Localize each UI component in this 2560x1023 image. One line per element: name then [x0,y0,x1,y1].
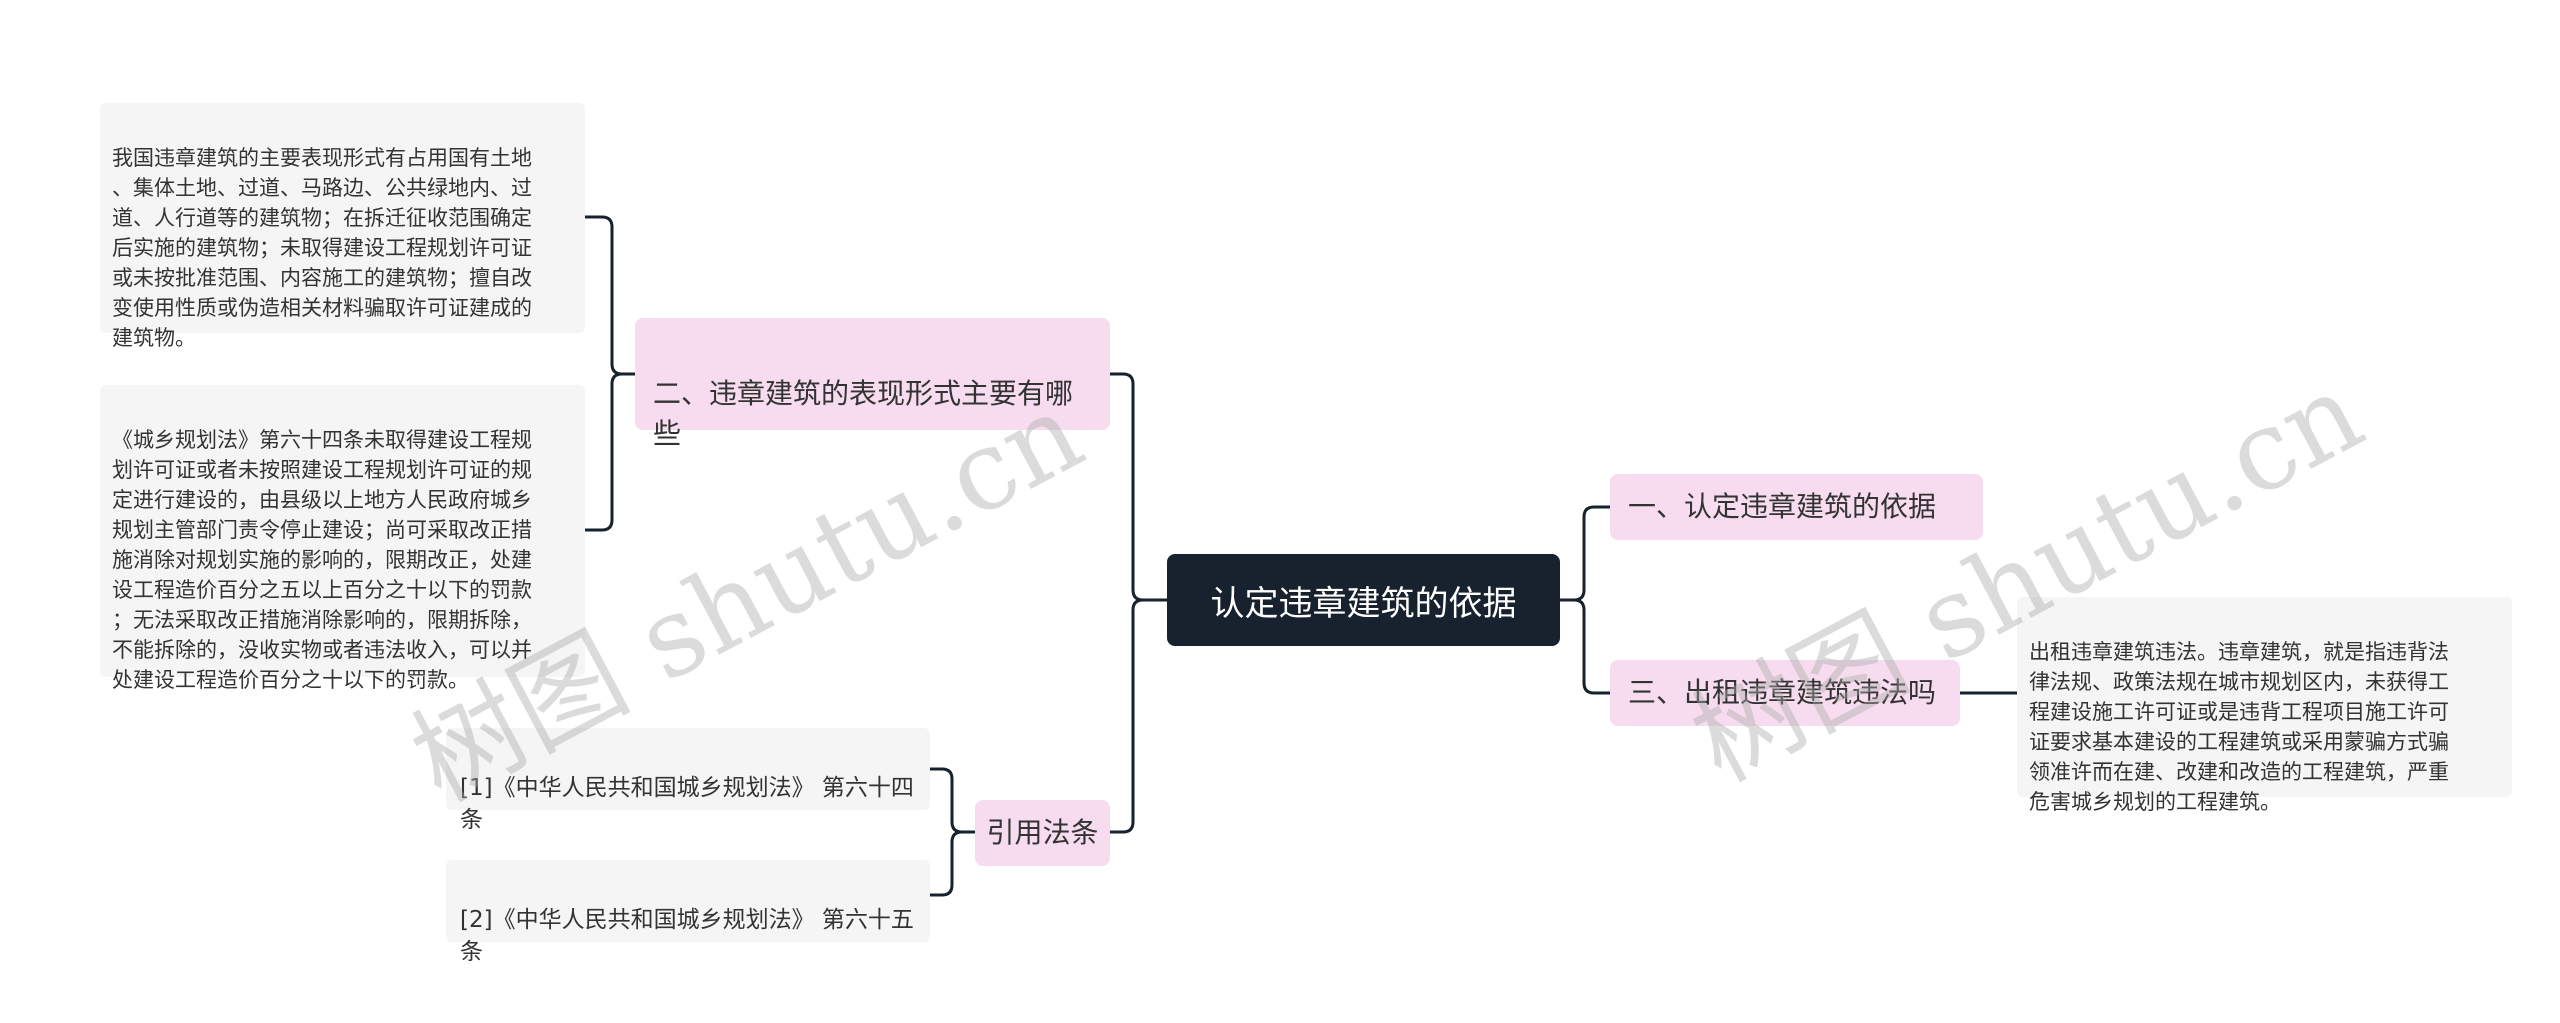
reference-item-1[interactable]: [1]《中华人民共和国城乡规划法》 第六十四 条 [446,728,930,833]
branch-refs-label: 引用法条 [986,816,1099,849]
connector-root-refs [1108,598,1169,834]
root-node[interactable]: 认定违章建筑的依据 [1167,554,1560,646]
connector-root-basis [1558,505,1612,602]
connector-root-forms [1108,372,1169,602]
connector-forms-leaf1 [583,215,637,376]
connector-refs-ref2 [928,830,977,897]
branch-refs[interactable]: 引用法条 [975,800,1110,866]
leaf-forms-description: 我国违章建筑的主要表现形式有占用国有土地 、集体土地、过道、马路边、公共绿地内、… [100,103,585,350]
leaf-rental-description: 出租违章建筑违法。违章建筑，就是指违背法 律法规、政策法规在城市规划区内，未获得… [2017,597,2512,814]
leaf-forms-law-article-text: 《城乡规划法》第六十四条未取得建设工程规 划许可证或者未按照建设工程规划许可证的… [112,428,532,692]
branch-rental[interactable]: 三、出租违章建筑违法吗 [1610,660,1960,726]
connector-root-rental [1558,598,1612,695]
branch-forms-label: 二、违章建筑的表现形式主要有哪 些 [653,377,1074,450]
branch-basis[interactable]: 一、认定违章建筑的依据 [1610,474,1983,540]
branch-basis-label: 一、认定违章建筑的依据 [1628,490,1937,523]
branch-rental-label: 三、出租违章建筑违法吗 [1628,676,1937,709]
leaf-rental-description-text: 出租违章建筑违法。违章建筑，就是指违背法 律法规、政策法规在城市规划区内，未获得… [2029,640,2449,814]
leaf-forms-law-article: 《城乡规划法》第六十四条未取得建设工程规 划许可证或者未按照建设工程规划许可证的… [100,385,585,692]
reference-item-1-text: [1]《中华人民共和国城乡规划法》 第六十四 条 [460,775,914,833]
reference-item-2-text: [2]《中华人民共和国城乡规划法》 第六十五 条 [460,907,914,965]
connector-forms-leaf2 [583,372,637,532]
leaf-forms-description-text: 我国违章建筑的主要表现形式有占用国有土地 、集体土地、过道、马路边、公共绿地内、… [112,146,532,350]
branch-forms[interactable]: 二、违章建筑的表现形式主要有哪 些 [635,318,1110,450]
root-label: 认定违章建筑的依据 [1210,583,1517,624]
reference-item-2[interactable]: [2]《中华人民共和国城乡规划法》 第六十五 条 [446,860,930,965]
connector-refs-ref1 [928,767,977,834]
